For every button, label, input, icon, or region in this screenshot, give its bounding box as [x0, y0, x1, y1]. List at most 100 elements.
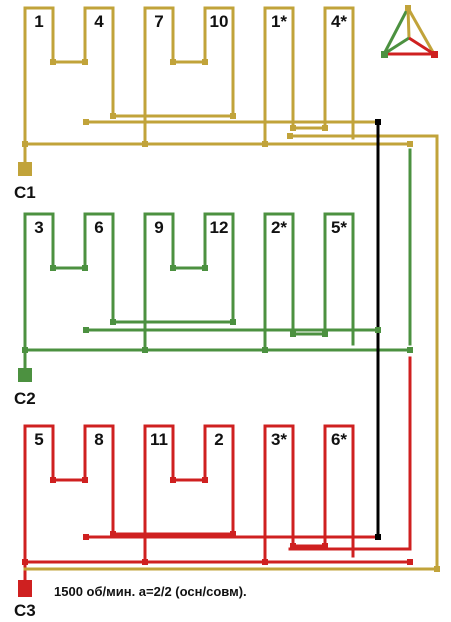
junction-dot: [170, 477, 176, 483]
coil-label: 2: [214, 430, 223, 449]
coil-group: [263, 212, 295, 240]
coil-group: [263, 6, 295, 34]
triangle-star-icon: [381, 5, 438, 58]
coil-group: [83, 6, 115, 34]
coil-group: [323, 6, 355, 34]
coil-label: 1: [34, 12, 43, 31]
star-link: [291, 238, 327, 336]
junction-dot: [142, 347, 148, 353]
coil-group: [23, 6, 55, 34]
terminal-label: C1: [14, 183, 36, 202]
junction-dot: [142, 559, 148, 565]
junction-dot: [407, 141, 413, 147]
coil-label: 12: [210, 218, 229, 237]
junction-dot: [322, 125, 328, 131]
coil-group: [23, 212, 55, 240]
junction-dot: [22, 347, 28, 353]
junction-dot: [22, 559, 28, 565]
coil-label: 9: [154, 218, 163, 237]
pair-link: [171, 32, 207, 64]
coil-group: [263, 424, 295, 452]
pair-link: [51, 238, 87, 270]
terminal-c1: [18, 162, 32, 176]
coil-label: 2*: [271, 218, 287, 237]
terminal-square: [18, 583, 32, 597]
coil-label: 6: [94, 218, 103, 237]
junction-dot: [287, 133, 293, 139]
junction-dot: [82, 59, 88, 65]
junction-dot: [407, 347, 413, 353]
junction-dot: [290, 543, 296, 549]
speed-note: 1500 об/мин. a=2/2 (осн/совм).: [54, 584, 247, 599]
junction-dot: [290, 125, 296, 131]
junction-dot: [142, 141, 148, 147]
junction-dot: [322, 331, 328, 337]
coil-label: 3: [34, 218, 43, 237]
junction-dot: [375, 119, 381, 125]
junction-dot: [82, 265, 88, 271]
junction-dot: [83, 119, 89, 125]
junction-dot: [202, 59, 208, 65]
junction-dot: [170, 59, 176, 65]
junction-dot: [375, 534, 381, 540]
return-line: [23, 134, 439, 571]
coil-label: 7: [154, 12, 163, 31]
coil-group: [23, 424, 55, 452]
junction-dot: [110, 113, 116, 119]
coil-group: [143, 6, 175, 34]
junction-dot: [110, 531, 116, 537]
lower-link: [111, 238, 235, 324]
junction-dot: [262, 347, 268, 353]
junction-dot: [230, 319, 236, 325]
junction-dot: [110, 319, 116, 325]
junction-dot: [50, 477, 56, 483]
coil-label: 8: [94, 430, 103, 449]
junction-dot: [375, 327, 381, 333]
junction-dot: [170, 265, 176, 271]
coil-group: [83, 424, 115, 452]
coil-group: [323, 212, 355, 240]
junction-dot: [82, 477, 88, 483]
coil-group: [203, 212, 235, 240]
coil-label: 5*: [331, 218, 347, 237]
junction-dot: [50, 265, 56, 271]
junction-dot: [83, 534, 89, 540]
coil-label: 5: [34, 430, 43, 449]
lower-link: [111, 450, 235, 536]
coil-group: [203, 424, 235, 452]
junction-dot: [50, 59, 56, 65]
junction-dot: [434, 566, 440, 572]
junction-dot: [230, 113, 236, 119]
lower-link: [111, 32, 235, 118]
junction-dot: [202, 477, 208, 483]
coil-group: [203, 6, 235, 34]
junction-dot: [22, 141, 28, 147]
junction-dot: [290, 331, 296, 337]
terminal-label: C3: [14, 601, 36, 620]
star-link: [291, 450, 327, 548]
coil-group: [323, 424, 355, 452]
coil-label: 6*: [331, 430, 347, 449]
coil-label: 4: [94, 12, 104, 31]
coil-label: 1*: [271, 12, 287, 31]
junction-dot: [407, 559, 413, 565]
return-line: [288, 356, 412, 551]
junction-dot: [262, 141, 268, 147]
coil-label: 4*: [331, 12, 347, 31]
coil-label: 3*: [271, 430, 287, 449]
junction-dot: [202, 265, 208, 271]
coil-label: 11: [150, 430, 168, 449]
junction-dot: [322, 543, 328, 549]
terminal-c2: [18, 368, 32, 382]
coil-group: [83, 212, 115, 240]
junction-dot: [83, 327, 89, 333]
pair-link: [171, 238, 207, 270]
pair-link: [51, 32, 87, 64]
star-link: [291, 32, 327, 130]
pair-link: [51, 450, 87, 482]
junction-dot: [262, 559, 268, 565]
coil-group: [143, 424, 175, 452]
junction-dot: [230, 531, 236, 537]
